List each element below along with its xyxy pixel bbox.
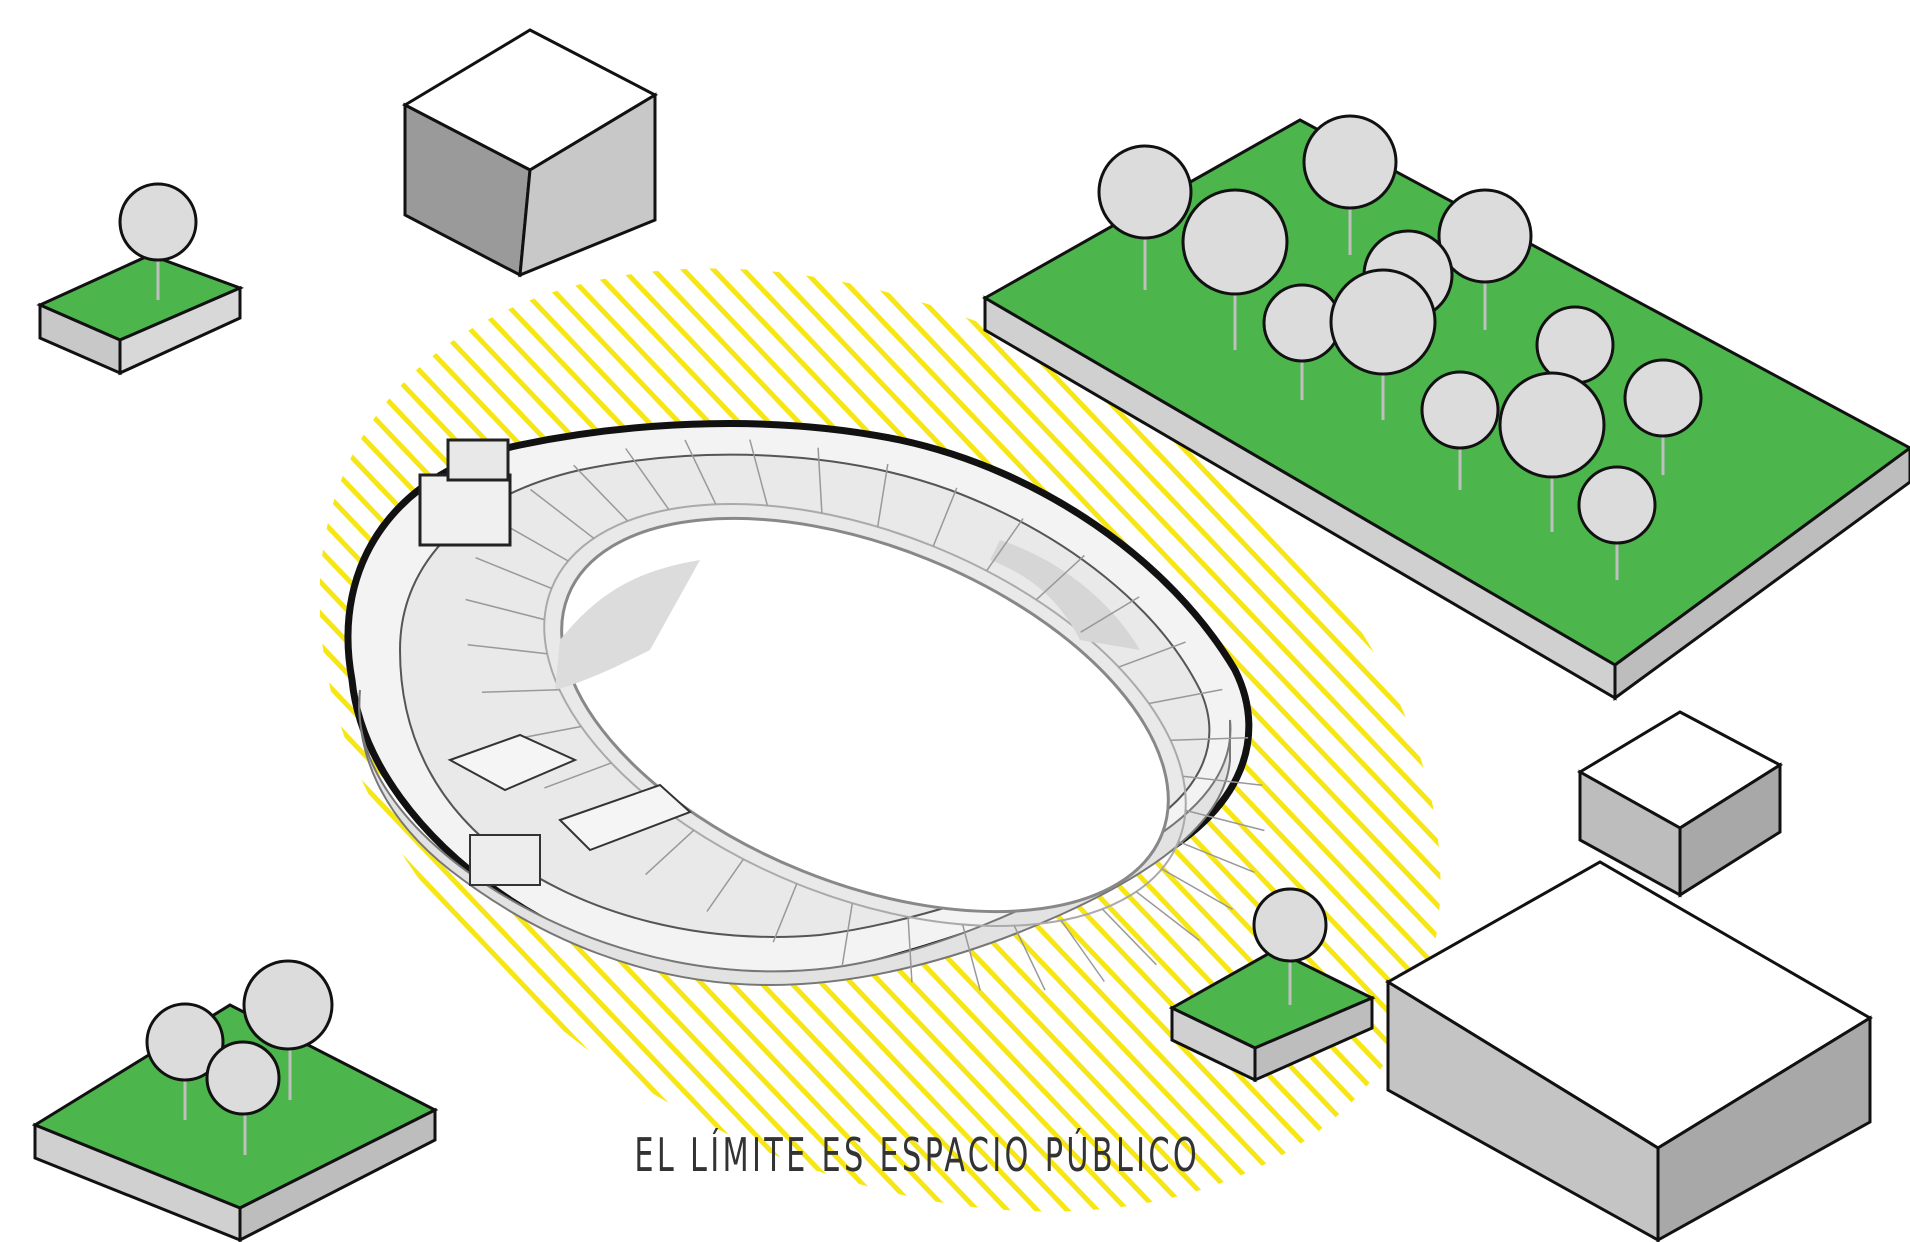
stand-division-line [1035, 554, 1085, 601]
park-large-right [981, 114, 1910, 701]
stand-division-line [1182, 775, 1263, 786]
stand-division-line [961, 924, 981, 991]
boundary-stripe [807, 147, 1610, 1242]
stand-division-line [876, 463, 889, 527]
stand-division-line [530, 488, 595, 539]
stand-division-line [1170, 736, 1249, 742]
boundary-stripe [0, 150, 25, 1242]
stand-division-line [467, 644, 548, 655]
stand-division-line [841, 903, 854, 967]
stand-division-line [1161, 868, 1233, 911]
stand-division-line [475, 557, 552, 590]
stadium-icon [344, 420, 1265, 991]
boundary-stripe [1890, 150, 1910, 1242]
park-trees [1097, 114, 1703, 580]
stand-division-line [932, 487, 958, 547]
park-small-top-left [36, 182, 245, 376]
stand-division-line [907, 916, 913, 983]
stand-division-line [465, 598, 545, 621]
stand-division-line [1080, 596, 1140, 633]
park-small-bottom-center [1168, 887, 1376, 1083]
boundary-stripe [747, 147, 1610, 1242]
tree-icon [1498, 371, 1606, 532]
stand-division-line [985, 518, 1024, 572]
tree-icon [118, 182, 198, 300]
boundary-stripe [150, 147, 868, 1242]
diagram-caption: EL LÍMITE ES ESPACIO PÚBLICO [634, 1128, 1201, 1182]
stand-division-line [544, 762, 612, 789]
tree-icon [145, 1002, 225, 1120]
tree-icon [1097, 144, 1193, 290]
building-large-bottom-right [1385, 860, 1873, 1242]
tree-icon [1420, 370, 1500, 490]
stand-division-line [625, 448, 670, 510]
stand-division-line [1135, 891, 1200, 942]
tree-icon [1437, 188, 1533, 330]
boundary-stripe [777, 147, 1610, 1242]
tree-icon [242, 959, 334, 1100]
stand-division-line [481, 688, 560, 694]
stand-division-line [1101, 908, 1157, 966]
stand-division-line [573, 464, 629, 522]
tree-icon [205, 1040, 281, 1155]
park-small-bottom-left [31, 959, 439, 1242]
tree-icon [1623, 358, 1703, 475]
tree-icon [1577, 465, 1657, 580]
stand-division-line [1185, 809, 1265, 832]
tree-icon [1302, 114, 1398, 255]
tree-icon [1329, 268, 1437, 420]
tree-icon [1181, 188, 1289, 350]
stand-division-line [817, 447, 823, 514]
stand-division-line [1060, 920, 1105, 982]
stand-division-line [1118, 641, 1186, 668]
stand-division-line [772, 883, 798, 943]
stand-division-line [706, 858, 745, 912]
stand-division-line [684, 439, 717, 505]
tree-icon [1252, 887, 1328, 1005]
building-small-right [1577, 710, 1783, 898]
stand-division-line [749, 439, 769, 506]
building-top-center [401, 28, 659, 278]
stand-division-line [1178, 840, 1255, 873]
stand-division-line [1148, 688, 1223, 705]
stand-division-line [645, 829, 695, 876]
stand-division-line [1013, 925, 1046, 991]
